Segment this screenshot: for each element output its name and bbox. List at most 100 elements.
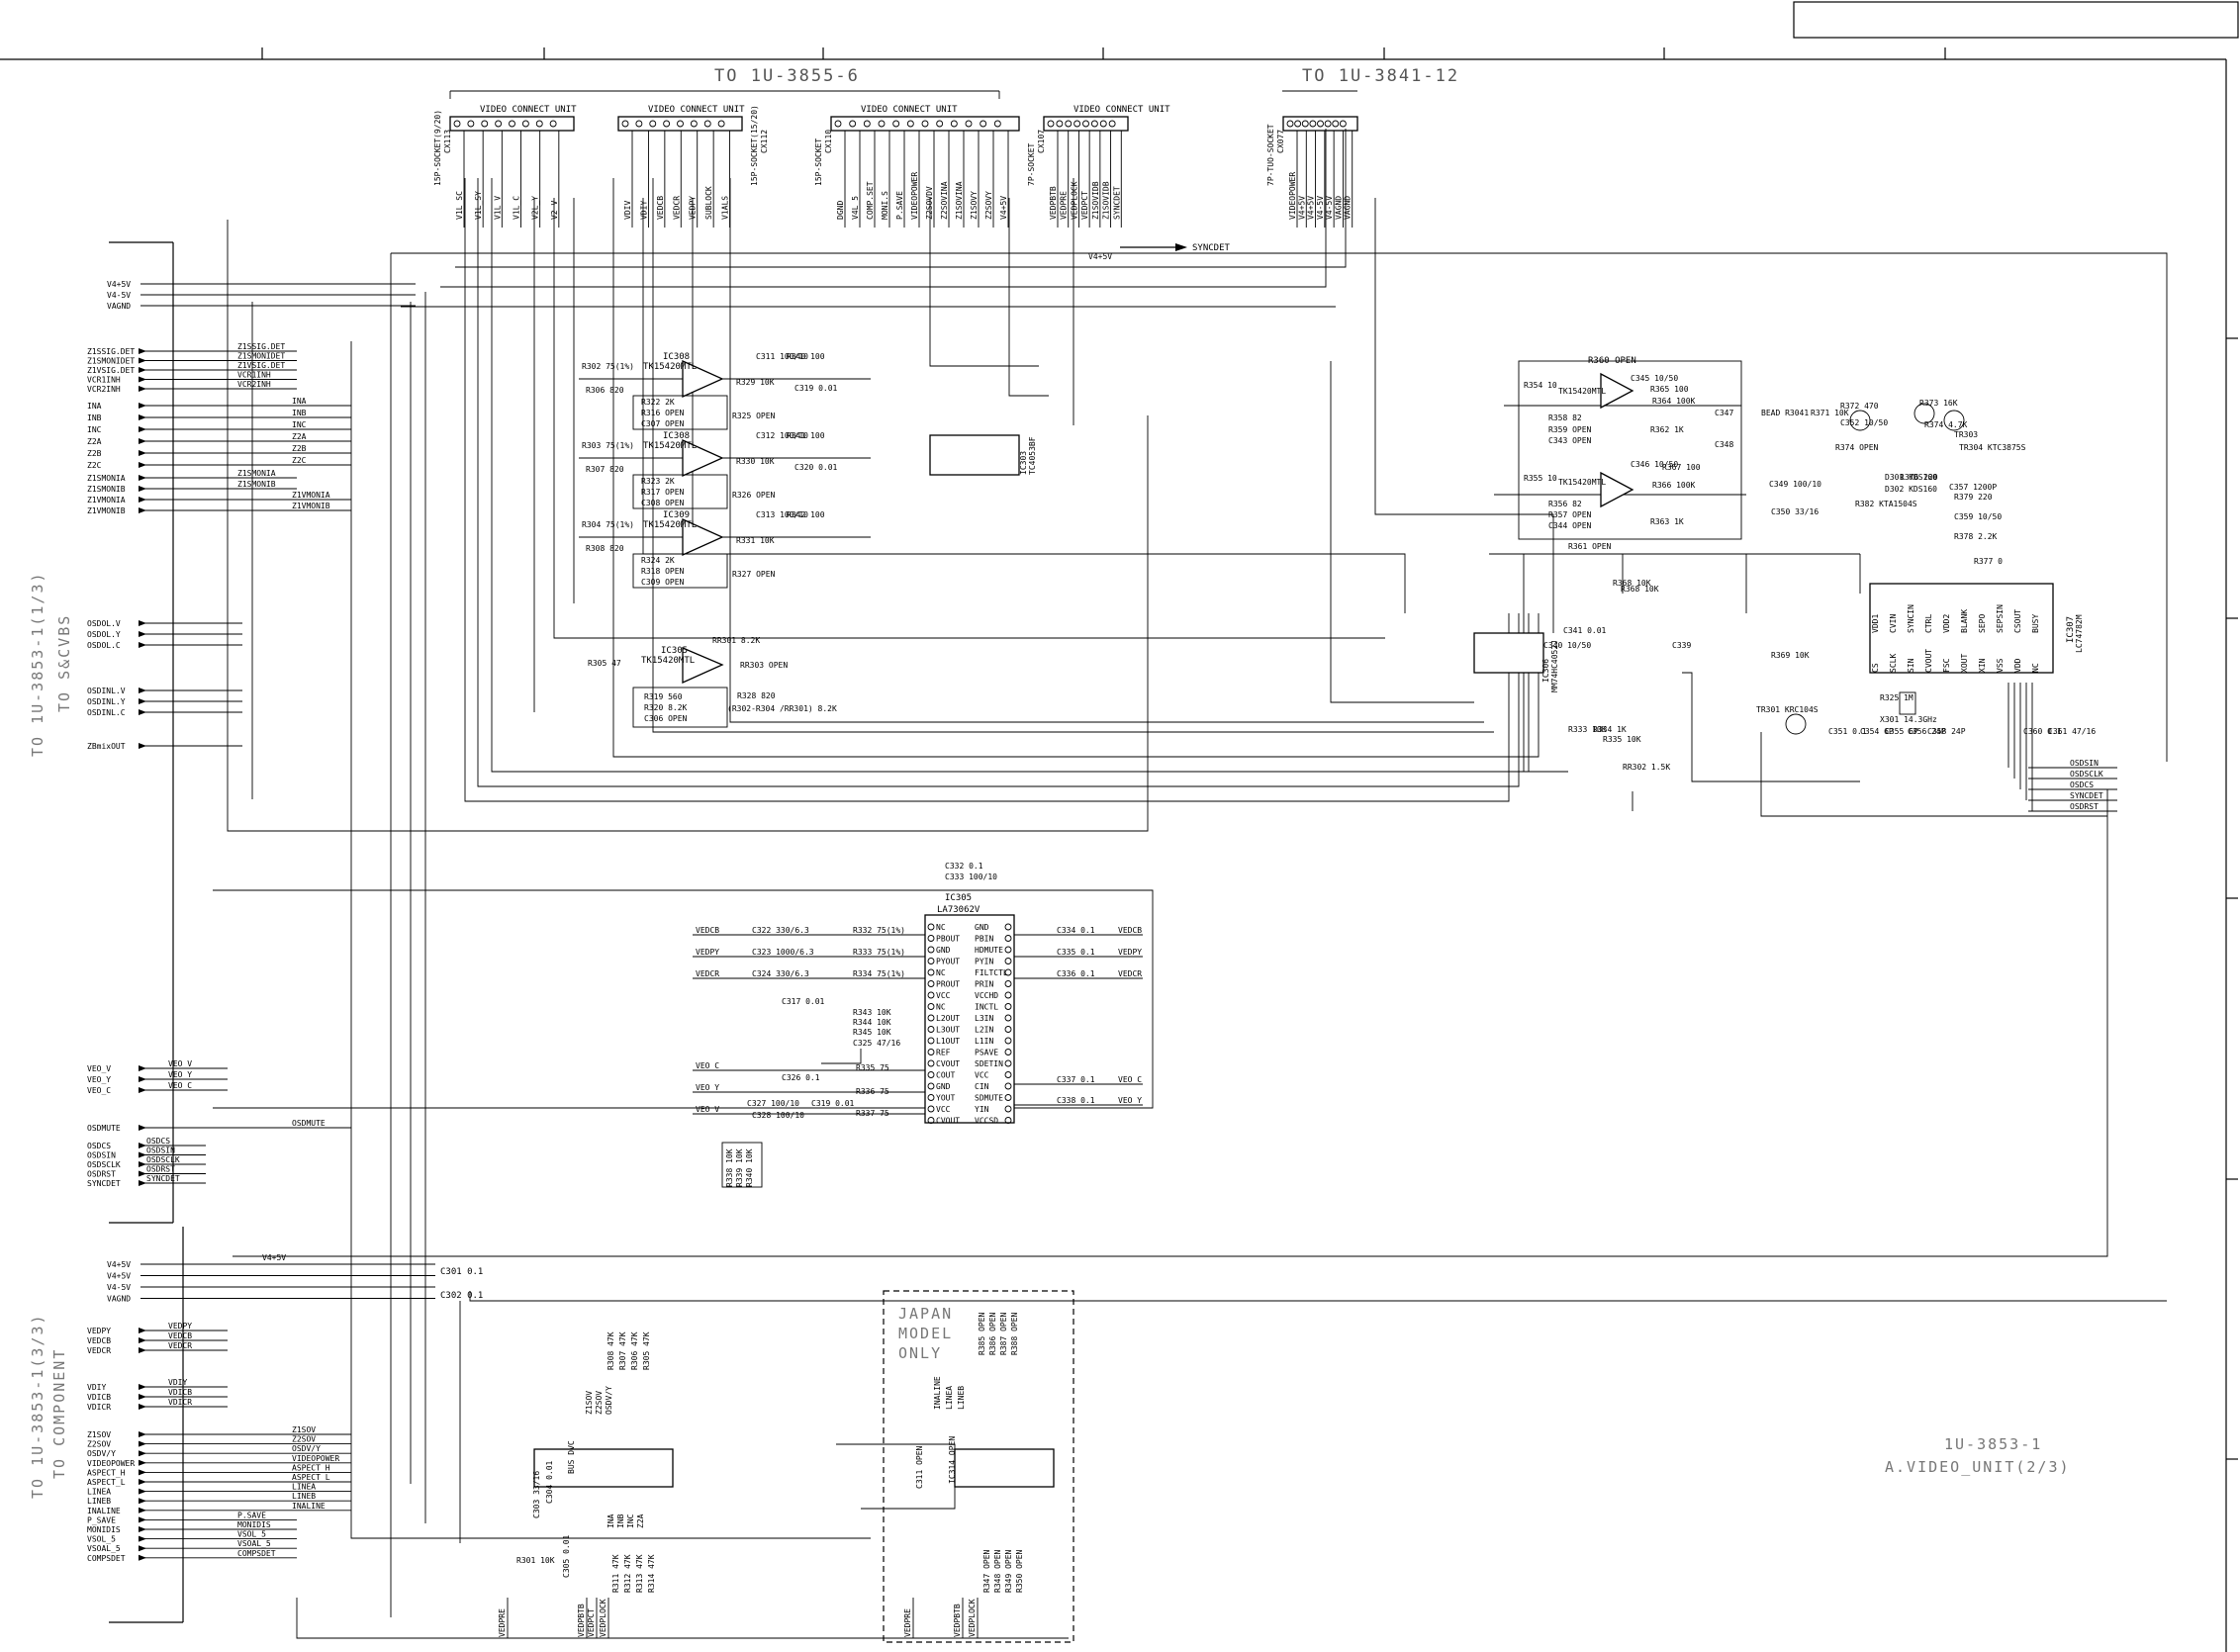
ic307-pin-label: CS [1871,663,1880,673]
japan-model-box [883,1290,1074,1643]
left-net-label: VEDPY [168,1322,192,1331]
amp-r-o2: R325 OPEN [732,412,776,420]
connector-type-label: 7P-SOCKET [1027,142,1036,186]
connector-pin-label: VEDPRE [1060,191,1069,220]
osd-part-label: R364 100K [1652,397,1696,406]
amp-c-out: C313 100/10 [756,510,808,519]
osd-part-label: R369 10K [1771,651,1810,660]
left-signal-label: Z1VSIG.DET [87,366,135,375]
connector-pin-label: V2L_Y [531,196,540,220]
left-net-label: VEDCB [168,1331,192,1340]
left-signal-label: LINEB [87,1497,111,1506]
ic305-in-res: R332 75(1%) [853,926,905,935]
ic305-right-pin: SDETIN [975,1059,1003,1068]
left-net-label: VIDEOPOWER [292,1454,339,1463]
ic305-left-pin: NC [936,923,946,932]
connector-pin-label: VAGND [1344,196,1353,220]
ic305-right-pin: PSAVE [975,1049,998,1057]
left-signal-label: P_SAVE [87,1515,116,1524]
connector-pin-label: MONI.S [881,191,889,220]
connector-pin-label: VEDCB [656,196,665,220]
amp-c: C307 OPEN [641,419,685,428]
connector-ref-label: CX112 [760,130,769,153]
osd-part-label: BEAD R3041 [1761,409,1809,417]
ic305-mid-part: C317 0.01 [782,997,825,1006]
connector-ref-label: CX077 [1276,130,1285,153]
amp-r-out: R329 10K [736,378,775,387]
amp-r-o2: R326 OPEN [732,491,776,500]
connector-unit-label: VIDEO CONNECT UNIT [1073,105,1170,115]
component-power-label: V4+5V [107,1272,131,1281]
left-signal-label: INC [87,425,102,434]
top-destination-3841: TO 1U-3841-12 [1282,66,1457,92]
amp-r-b: R308 820 [586,544,624,553]
left-power-label: V4+5V [107,280,131,289]
osd-part-label: C341 0.01 [1563,626,1607,635]
left-net-label: OSDV/Y [292,1444,321,1453]
misc-label: R368 10K [1613,579,1651,588]
left-signal-lists: V4+5VV4-5VVAGNDZ1SSIG.DETZ1SSIG.DETZ1SMO… [87,280,435,1563]
ic307-pin-label: CVIN [1889,614,1898,633]
bottom-res: R311 47K [611,1554,620,1593]
left-signal-label: ZBmixOUT [87,742,126,751]
ic305-right-pin: L2IN [975,1026,993,1035]
osd-part-label: R362 1K [1650,425,1684,434]
ic305-in-net: VEDCR [696,969,719,978]
bottom-cap: C301 0.1 [440,1267,483,1277]
left-signal-label: VEO_C [87,1086,111,1095]
connector-pin-label: Z2SOVINA [940,181,949,220]
bottom-top-res: R307 47K [618,1331,627,1370]
left-net-label: Z1VSIG.DET [237,361,285,370]
osd-part-label: R378 2.2K [1954,532,1998,541]
left-net-label: INA [292,397,307,406]
ic303-ref: IC303 [1019,451,1028,475]
osd-part-label: R371 10K [1811,409,1849,417]
ic305-mid-part: C325 47/16 [853,1039,900,1048]
ic305-left-pin: L3OUT [936,1026,960,1035]
ic305-left-pin: GND [936,1082,951,1091]
misc-label: R333 10K [1568,725,1607,734]
japan-top-res: R388 OPEN [1010,1312,1019,1355]
ic305-out-cap: C334 0.1 [1057,926,1095,935]
amp-part: TK15420MTL [643,362,697,372]
ic305-low-part: C326 0.1 [782,1073,820,1082]
ic310-part-top: TK15420MTL [1558,387,1606,396]
left-top-subtitle: TO S&CVBS [55,614,73,712]
ic305-in-cap: C323 1000/6.3 [752,948,814,957]
amp-r-f: R324 2K [641,556,675,565]
osd-out-net: OSDRST [2070,802,2099,811]
left-signal-label: OSDOL.V [87,619,121,628]
left-bottom-subtitle: TO COMPONENT [50,1348,68,1479]
left-net-label: OSDSCLK [146,1155,180,1164]
osd-part-label: R379 220 [1954,493,1993,502]
connector-pin-label: VDIY [639,201,648,220]
amp-r-f: R323 2K [641,477,675,486]
left-signal-label: Z1VMONIA [87,496,126,505]
connector-pin-label: Z1SOVIDB [1102,181,1111,220]
left-signal-label: LINEA [87,1488,111,1497]
ic305-low-in: VEO_Y [696,1083,719,1092]
ic305-left-pin: PBOUT [936,935,960,944]
amp-r-g: R316 OPEN [641,409,685,417]
amp4-r5: R328 820 [737,691,776,700]
connector-pin-label: V4-5V [1325,196,1334,220]
ic307-pin-label: SEPSIN [1996,604,2005,633]
osd-part-label: C344 OPEN [1548,521,1592,530]
ic305-right-pin: FILTCTL [975,968,1008,977]
connector-pin-label: V1ALS [721,196,730,220]
component-power-label: VAGND [107,1295,131,1304]
ic305-left-pin: L2OUT [936,1014,960,1023]
